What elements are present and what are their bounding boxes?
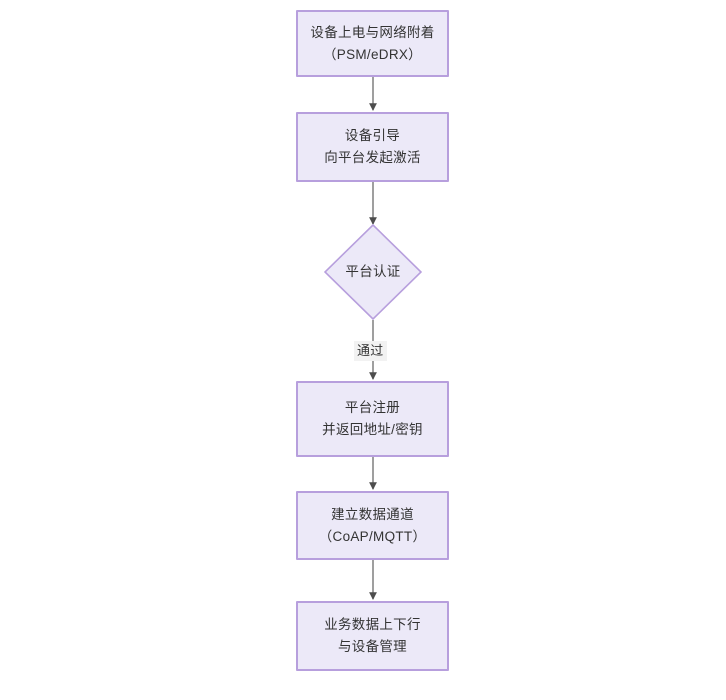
node-device-power-on[interactable]: 设备上电与网络附着 （PSM/eDRX） [296,10,449,77]
node-platform-register[interactable]: 平台注册 并返回地址/密钥 [296,381,449,457]
node-label: 设备引导 向平台发起激活 [324,128,421,165]
node-platform-auth[interactable]: 平台认证 [324,224,422,320]
node-label: 平台注册 并返回地址/密钥 [322,400,423,437]
edge-label-pass: 通过 [354,341,387,361]
node-label: 设备上电与网络附着 （PSM/eDRX） [310,24,435,62]
diamond-shape-icon [324,224,422,320]
node-label: 业务数据上下行 与设备管理 [324,617,421,654]
node-data-channel[interactable]: 建立数据通道 （CoAP/MQTT） [296,491,449,560]
node-device-bootstrap[interactable]: 设备引导 向平台发起激活 [296,112,449,182]
node-business-data[interactable]: 业务数据上下行 与设备管理 [296,601,449,671]
node-label: 平台认证 [345,264,401,279]
node-label: 建立数据通道 （CoAP/MQTT） [318,506,427,544]
